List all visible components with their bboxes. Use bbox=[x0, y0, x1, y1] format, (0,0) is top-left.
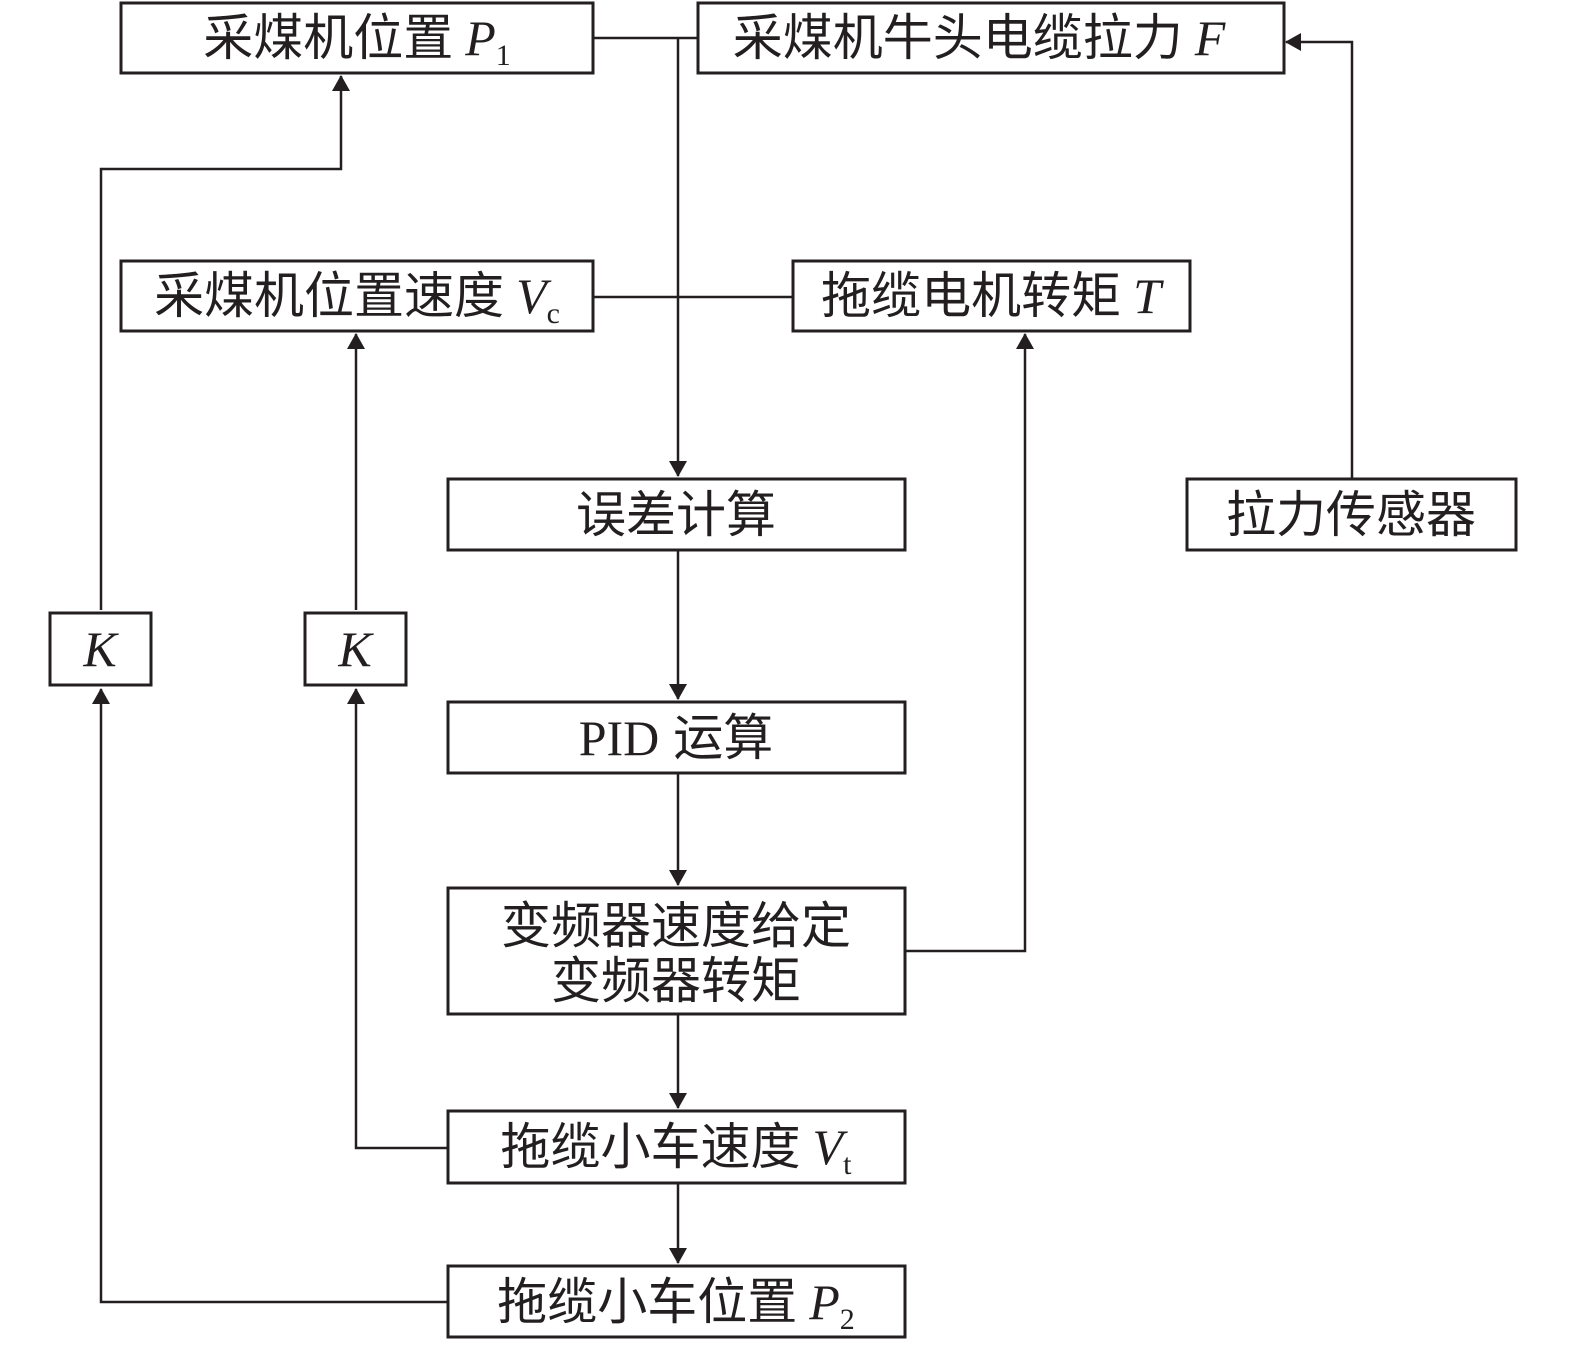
svg-text:拉力传感器: 拉力传感器 bbox=[1226, 486, 1476, 544]
node-gain-mid: K bbox=[303, 611, 408, 687]
node-vfd: 变频器速度给定 变频器转矩 bbox=[446, 886, 907, 1016]
node-error-calc: 误差计算 bbox=[446, 477, 907, 552]
connectors bbox=[92, 33, 1354, 1304]
node-gain-left: K bbox=[48, 611, 153, 687]
svg-text:K: K bbox=[337, 621, 374, 677]
arrow-gain-left-to-position bbox=[99, 75, 350, 610]
node-tension-sensor: 拉力传感器 bbox=[1185, 477, 1518, 552]
arrow-position-to-gain-left bbox=[92, 688, 448, 1304]
svg-text:变频器速度给定: 变频器速度给定 bbox=[501, 897, 851, 955]
arrow-sensor-to-tension bbox=[1285, 33, 1354, 478]
svg-text:变频器转矩: 变频器转矩 bbox=[551, 952, 801, 1010]
arrow-speed-to-gain-mid bbox=[347, 688, 448, 1150]
svg-text:K: K bbox=[82, 621, 119, 677]
arrow-vfd-to-torque bbox=[905, 333, 1034, 953]
svg-text:误差计算: 误差计算 bbox=[576, 486, 776, 544]
